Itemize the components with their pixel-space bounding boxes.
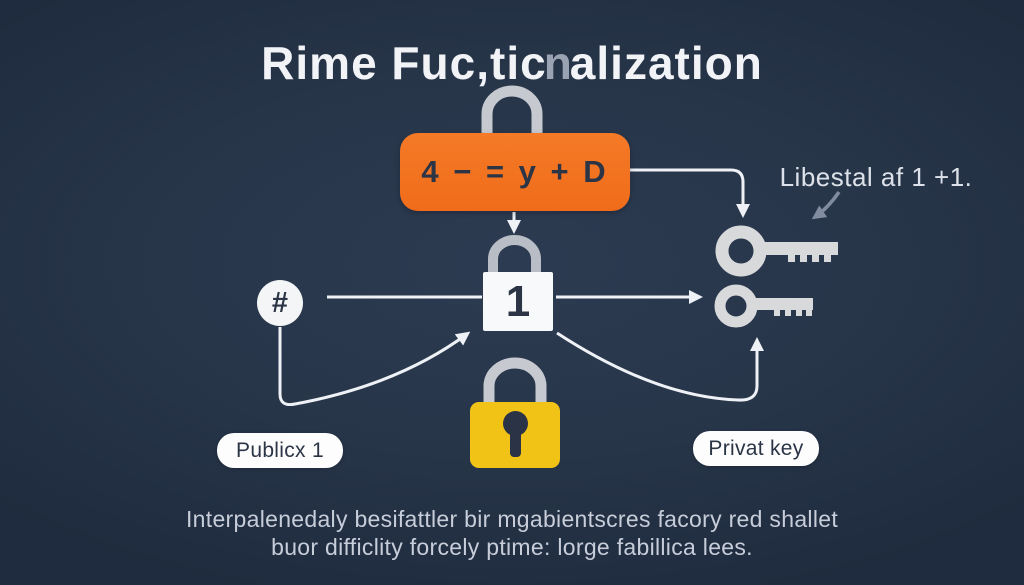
public-key-label-text: Publicx 1: [236, 438, 324, 462]
hash-icon: #: [271, 286, 289, 319]
hash-node: #: [257, 280, 303, 326]
yellow-lock-body: [470, 402, 560, 468]
connector-lock-curve-to-bottom-key: [556, 331, 764, 402]
formula-lock-shackle-icon: [481, 85, 543, 136]
top-key-icon: [715, 225, 838, 277]
caption: Interpalenedaly besifattler bir mgabient…: [0, 505, 1024, 561]
connector-hash-curve-to-lock: [278, 327, 471, 406]
page-title-suffix: alization: [569, 37, 763, 89]
annotation-arrow-icon: [811, 191, 841, 220]
formula-text: 4 − = y + D: [421, 154, 609, 189]
page-title: Rime Fuc,ticnalization: [0, 36, 1024, 90]
connector-formula-to-top-key: [627, 168, 750, 218]
bottom-key-icon: [714, 284, 813, 328]
keyhole-stem-icon: [510, 429, 521, 457]
center-lock-digit: 1: [505, 276, 531, 326]
caption-line-1: Interpalenedaly besifattler bir mgabient…: [185, 506, 839, 532]
annotation-text: Libestal af 1 +1.: [779, 162, 973, 192]
center-lock-shackle-icon: [488, 235, 541, 275]
private-key-label-text: Privat key: [708, 436, 804, 460]
caption-line-2: buor difficlity forcely ptime: lorge fab…: [271, 534, 753, 560]
private-key-label: Privat key: [693, 431, 819, 466]
formula-box: 4 − = y + D: [400, 133, 630, 211]
page-title-prefix: Rime Fuc,tic: [261, 37, 547, 89]
page-title-ghost-letter: n: [543, 37, 573, 89]
center-lock-body: 1: [483, 272, 553, 331]
yellow-lock-shackle-icon: [483, 357, 547, 404]
public-key-label: Publicx 1: [217, 433, 343, 468]
